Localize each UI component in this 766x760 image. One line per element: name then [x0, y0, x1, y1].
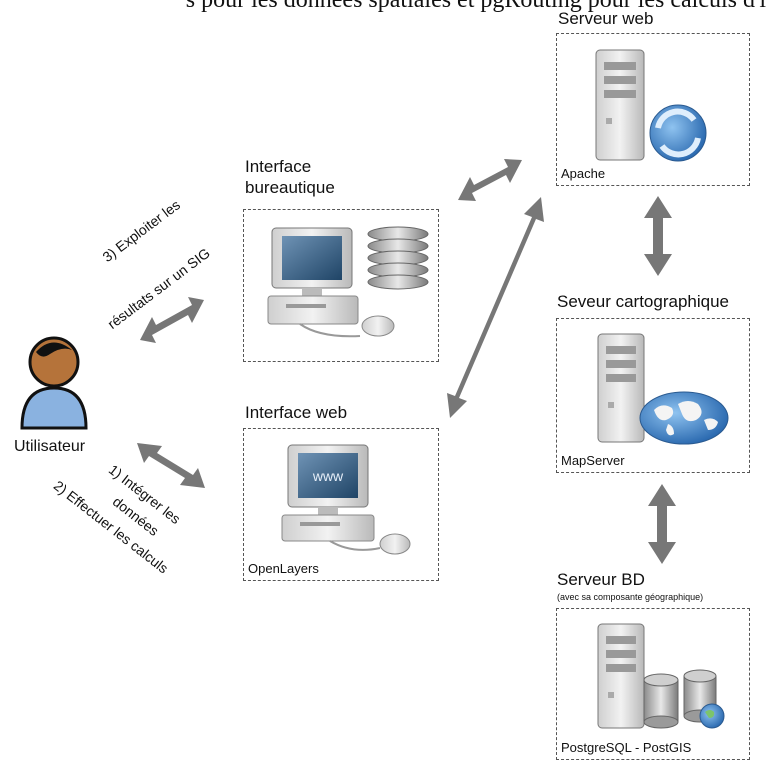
arrow-user-webinterface — [137, 443, 205, 488]
arrow-webserver-mapserver — [644, 196, 672, 276]
web-interface-title: Interface web — [245, 403, 348, 422]
map-server-box — [556, 318, 750, 473]
web-server-title: Serveur web — [558, 9, 654, 28]
caption-text: s pour les données spatiales et pgRoutin… — [185, 0, 766, 13]
apache-label: Apache — [561, 166, 606, 181]
db-server-subtitle: (avec sa composante géographique) — [557, 592, 704, 602]
map-server-title: Seveur cartographique — [557, 292, 730, 311]
db-server-title: Serveur BD — [557, 570, 645, 589]
desktop-interface-title-1: Interface — [245, 157, 312, 176]
arrow-mapserver-db — [648, 484, 676, 564]
user-icon — [20, 336, 88, 430]
server-tower-icon — [595, 49, 645, 161]
db-tower-icon — [597, 623, 645, 729]
desktop-interface-title-2: bureautique — [245, 178, 335, 197]
postgis-label: PostgreSQL - PostGIS — [561, 740, 692, 755]
openlayers-label: OpenLayers — [248, 561, 319, 576]
arrows — [137, 159, 676, 564]
mapserver-tower-icon — [597, 333, 645, 443]
arrow-webinterface-webserver — [447, 197, 544, 418]
arrow-desktop-webserver — [458, 159, 522, 201]
www-text: www — [312, 468, 344, 484]
desktop-computer-icon — [267, 227, 395, 338]
mapserver-label: MapServer — [561, 453, 625, 468]
world-map-icon — [639, 391, 729, 445]
user-label: Utilisateur — [14, 438, 86, 455]
refresh-icon — [649, 104, 707, 162]
globe-icon — [699, 703, 725, 729]
arrow-user-desktop — [140, 297, 204, 343]
web-server-box — [556, 33, 750, 186]
disks-icon — [367, 226, 429, 290]
web-computer-icon: www — [281, 444, 411, 555]
